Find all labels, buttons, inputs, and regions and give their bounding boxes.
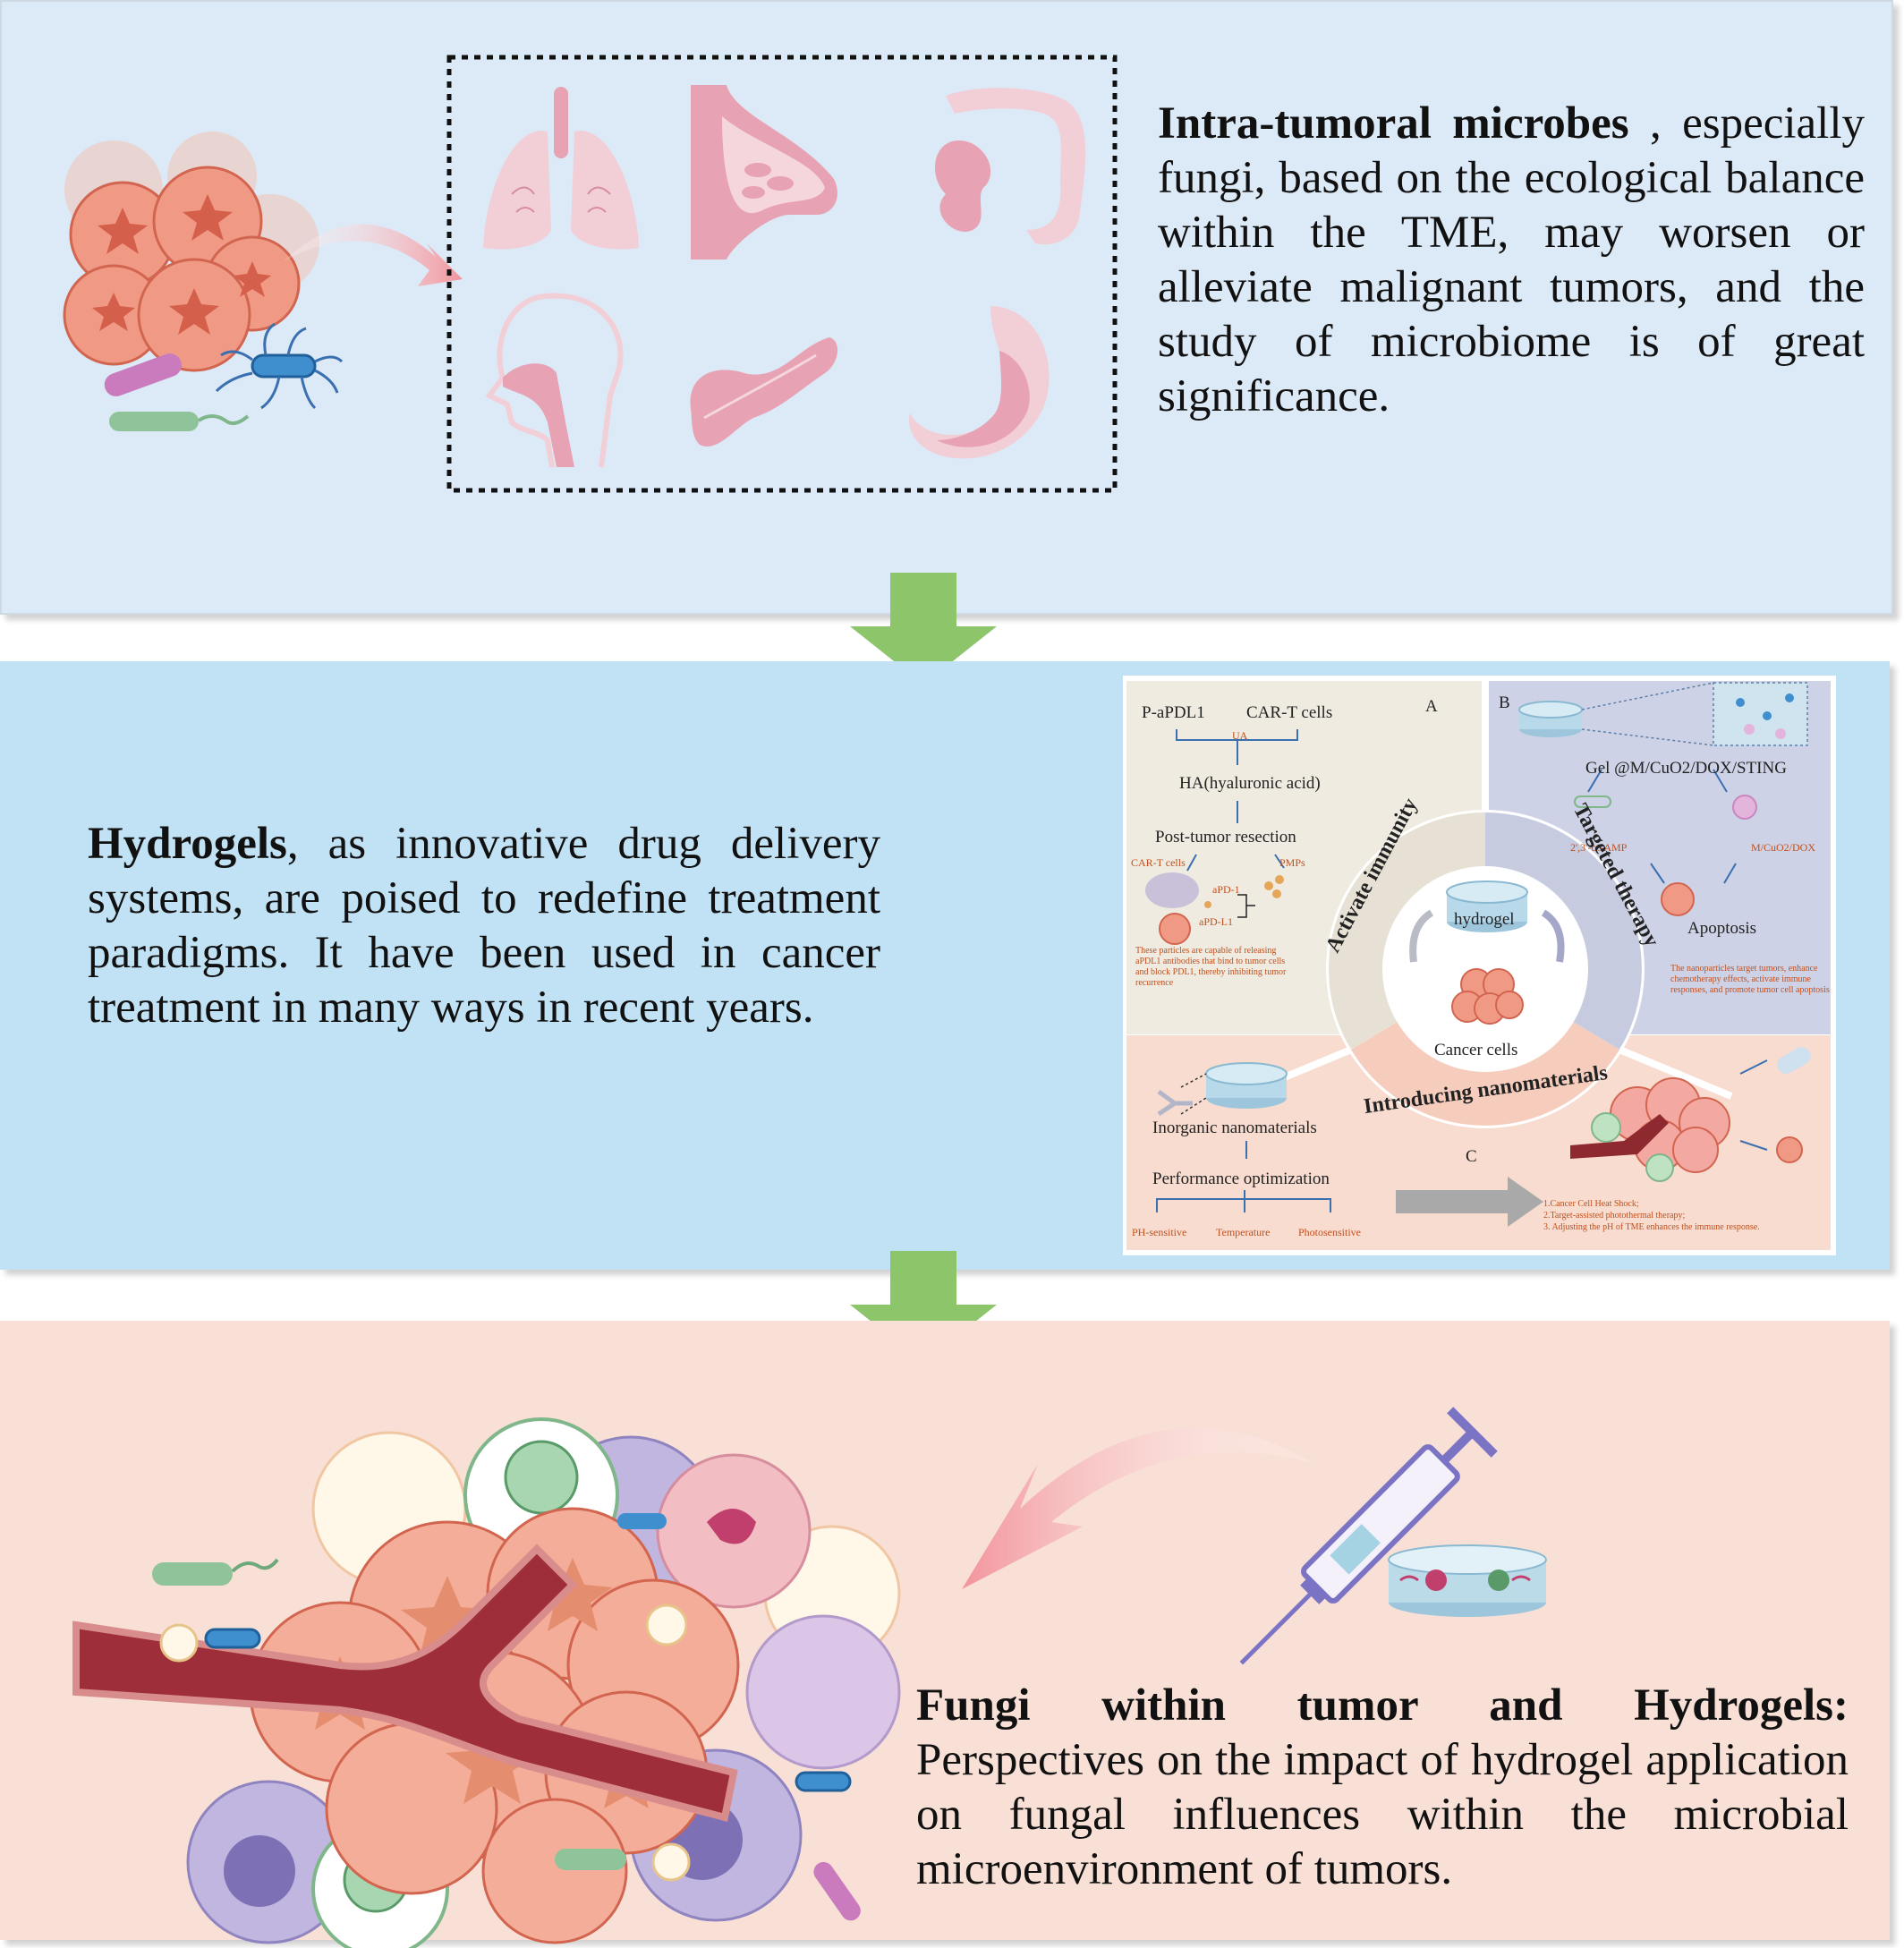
inset-background [1126, 681, 1831, 1250]
down-arrow-icon [850, 573, 997, 685]
label-pmps: PMPs [1279, 856, 1305, 869]
label-car-t-small: CAR-T cells [1131, 856, 1186, 869]
curved-arrow-icon [284, 224, 463, 286]
label-photosensitive: Photosensitive [1298, 1226, 1362, 1238]
label-car-t: CAR-T cells [1246, 703, 1333, 722]
label-p-apdl1: P-aPDL1 [1142, 703, 1205, 722]
breast-icon [691, 85, 837, 259]
hydrogel-applications-diagram: P-aPDL1 CAR-T cells A UA HA(hyaluronic a… [1123, 676, 1836, 1255]
label-ha: HA(hyaluronic acid) [1179, 774, 1321, 793]
panel2-body: , as innovative drug delivery systems, a… [88, 819, 880, 1033]
note-section-c-1: 1.Cancer Cell Heat Shock; [1543, 1199, 1639, 1209]
label-apdl1: aPD-L1 [1199, 915, 1233, 928]
label-section-a: A [1425, 697, 1438, 716]
panel3-body: Perspectives on the impact of hydrogel a… [916, 1735, 1849, 1894]
label-ph-sensitive: PH-sensitive [1132, 1226, 1187, 1238]
panel3-title: Fungi within tumor and Hydrogels: [916, 1680, 1849, 1731]
label-section-c: C [1466, 1147, 1477, 1166]
panel-intratumoral-microbes: Intra-tumoral microbes , especially fung… [0, 0, 1893, 615]
panel-fungi-hydrogels: Fungi within tumor and Hydrogels: Perspe… [0, 1321, 1890, 1948]
hydrogel-dish-icon [1388, 1544, 1547, 1617]
panel1-body: , especially fungi, based on the ecologi… [1158, 98, 1865, 421]
label-hydrogel: hydrogel [1454, 910, 1515, 929]
label-temperature: Temperature [1216, 1226, 1271, 1238]
label-cgamp: 2',3'-cGAMP [1570, 841, 1628, 854]
label-performance: Performance optimization [1152, 1170, 1330, 1188]
note-section-a: These particles are capable of releasing… [1135, 946, 1287, 988]
tumor-cluster-icon [63, 132, 344, 431]
panel2-title: Hydrogels [88, 819, 287, 869]
organ-box [446, 55, 1118, 493]
label-gel: Gel @M/CuO2/DOX/STING [1585, 759, 1787, 778]
note-section-c-2: 2.Target-assisted photothermal therapy; [1543, 1211, 1686, 1221]
pancreas-icon [690, 337, 838, 447]
label-mcuo2: M/CuO2/DOX [1751, 841, 1816, 854]
head-neck-icon [485, 293, 624, 468]
label-section-b: B [1499, 693, 1510, 712]
stomach-icon [909, 306, 1050, 459]
curved-arrow-icon [962, 1428, 1315, 1589]
label-apoptosis: Apoptosis [1687, 919, 1757, 938]
syringe-icon [1239, 1407, 1498, 1665]
panel3-text: Fungi within tumor and Hydrogels: Perspe… [916, 1679, 1849, 1897]
note-section-c-3: 3. Adjusting the pH of TME enhances the … [1543, 1222, 1760, 1232]
label-cancer-cells: Cancer cells [1434, 1041, 1518, 1059]
tumor-microenvironment-icon [72, 1417, 901, 1948]
panel1-text: Intra-tumoral microbes , especially fung… [1158, 97, 1865, 424]
panel2-text: Hydrogels, as innovative drug delivery s… [88, 817, 880, 1035]
label-inorganic: Inorganic nanomaterials [1152, 1119, 1317, 1137]
note-section-b: The nanoparticles target tumors, enhance… [1670, 964, 1830, 995]
lungs-icon [483, 87, 639, 250]
colon-icon [935, 88, 1086, 245]
label-post-resection: Post-tumor resection [1155, 828, 1296, 846]
label-apd1: aPD-1 [1212, 883, 1240, 896]
label-ua: UA [1232, 729, 1248, 742]
panel1-title: Intra-tumoral microbes [1158, 98, 1629, 149]
